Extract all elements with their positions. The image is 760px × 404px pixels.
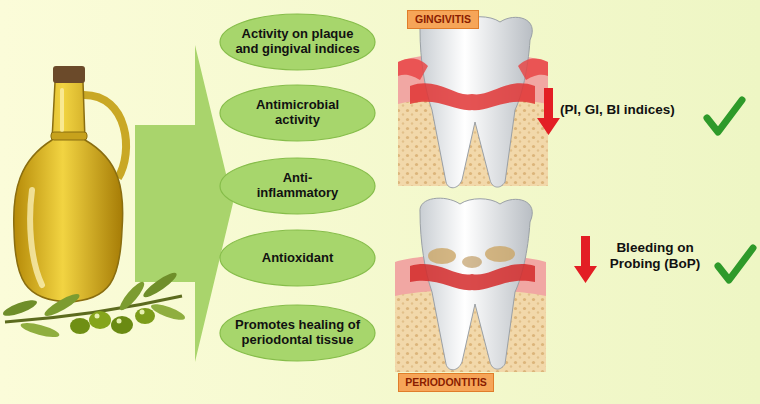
olive-oil-bottle (14, 66, 126, 302)
inflamed-gum (518, 59, 548, 80)
property-ellipse: Antimicrobial activity (219, 84, 376, 142)
olive-fruit (135, 308, 155, 324)
glass-highlight (30, 190, 42, 285)
property-text: Anti-inflammatory (248, 171, 348, 201)
index-label: Bleeding on Probing (BoP) (590, 240, 720, 272)
olive-highlight (95, 314, 100, 319)
big-arrow (135, 45, 233, 362)
olive-highlight (117, 319, 122, 324)
condition-tag: GINGIVITIS (407, 10, 479, 29)
olive-fruit (89, 311, 111, 329)
property-text: Antimicrobial activity (238, 98, 358, 128)
gingivitis-tooth (398, 16, 548, 188)
glass-highlight (60, 90, 64, 130)
condition-title: PERIODONTITIS (405, 376, 487, 388)
decrease-arrow (537, 88, 560, 135)
periodontitis-tooth (395, 198, 546, 372)
inflamed-gum (398, 59, 428, 80)
tartar (485, 246, 515, 262)
property-ellipse: Activity on plaque and gingival indices (219, 13, 376, 71)
olive-leaf (149, 301, 186, 323)
condition-title: GINGIVITIS (415, 13, 471, 25)
inflamed-gum (410, 264, 535, 290)
tartar (428, 248, 456, 264)
olive-fruit (70, 318, 90, 334)
check-mark (718, 248, 753, 280)
inflamed-gum (410, 83, 535, 110)
property-text: Antioxidant (262, 251, 334, 266)
tartar (462, 256, 482, 268)
olive-leaf (42, 291, 82, 320)
decrease-arrow (537, 88, 597, 283)
olive-leaf (1, 297, 38, 319)
ellipse-outline (220, 305, 375, 361)
ellipse-outline (220, 14, 375, 70)
olive-fruit (111, 316, 133, 334)
ellipse-outline (220, 85, 375, 141)
bottle-body (14, 82, 123, 302)
property-ellipse: Promotes healing of periodontal tissue (219, 304, 376, 362)
condition-tag: PERIODONTITIS (398, 373, 494, 392)
olive-branch (1, 269, 186, 340)
property-text: Activity on plaque and gingival indices (231, 27, 365, 57)
ellipse-outline (220, 158, 375, 214)
check-mark (707, 100, 753, 280)
index-label: (PI, GI, BI indices) (560, 102, 710, 118)
check-mark (707, 100, 742, 132)
olive-leaf (141, 269, 180, 300)
ellipse-outline (220, 230, 375, 286)
big-arrow (135, 45, 233, 362)
bottle-cork (53, 66, 85, 83)
property-text: Promotes healing of periodontal tissue (231, 318, 365, 348)
bottle-ring (51, 132, 87, 140)
property-ellipse: Antioxidant (219, 229, 376, 287)
olive-highlight (140, 310, 145, 315)
olive-leaf (117, 279, 148, 313)
olive-leaf (19, 320, 60, 340)
property-ellipse: Anti-inflammatory (219, 157, 376, 215)
decrease-arrow (574, 236, 597, 283)
